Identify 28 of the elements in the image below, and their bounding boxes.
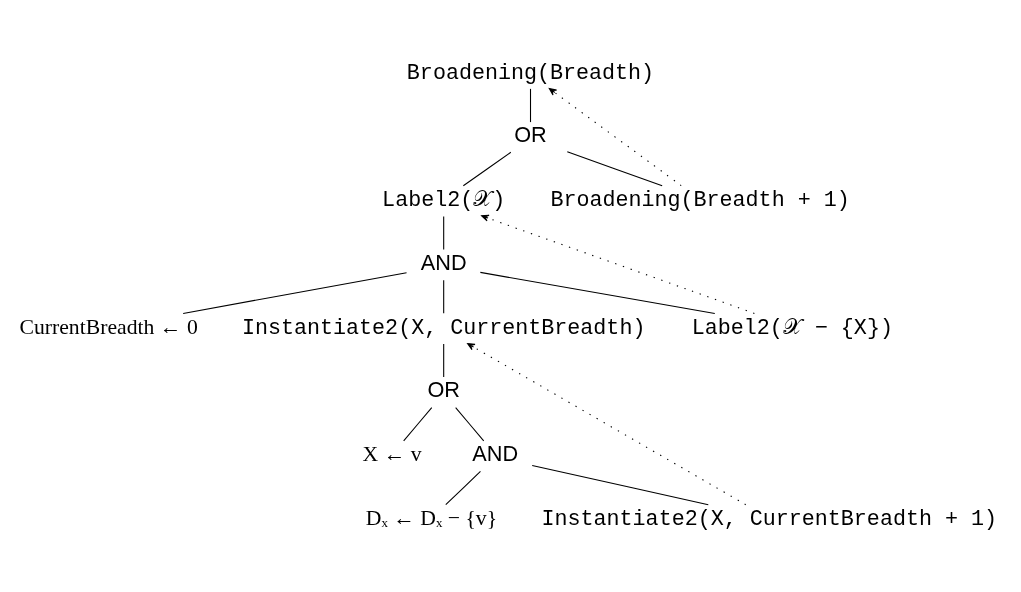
connector <box>462 151 512 186</box>
connector <box>531 464 709 505</box>
connector <box>445 470 481 505</box>
node-text: Instantiate2(X, CurrentBreadth + 1) <box>541 506 998 532</box>
connector <box>566 150 663 186</box>
arrow <box>467 342 747 505</box>
connector <box>443 279 445 314</box>
node-text: Instantiate2(X, CurrentBreadth) <box>241 315 646 341</box>
node-text: Label2(𝒳 − {X}) <box>691 315 893 341</box>
connector <box>479 271 716 314</box>
node-text: Dₓ ← Dₓ − {v} <box>365 505 498 530</box>
node-text: AND <box>472 440 519 466</box>
node-text: OR <box>514 121 547 147</box>
connector <box>403 406 433 441</box>
connector <box>182 271 408 314</box>
node-text: Broadening(Breadth) <box>406 60 655 85</box>
node-text: AND <box>420 249 467 275</box>
node-text: CurrentBreadth ← 0 <box>19 314 198 339</box>
node-text: Label2(𝒳) <box>382 187 506 213</box>
connector <box>443 215 445 250</box>
connector <box>443 342 445 378</box>
node-text: OR <box>427 376 460 402</box>
arrow <box>481 214 755 314</box>
node-text: Broadening(Breadth + 1) <box>550 187 850 213</box>
connector <box>455 406 485 441</box>
arrow <box>548 87 682 186</box>
connector <box>529 87 532 123</box>
node-text: X ← v <box>362 441 422 466</box>
